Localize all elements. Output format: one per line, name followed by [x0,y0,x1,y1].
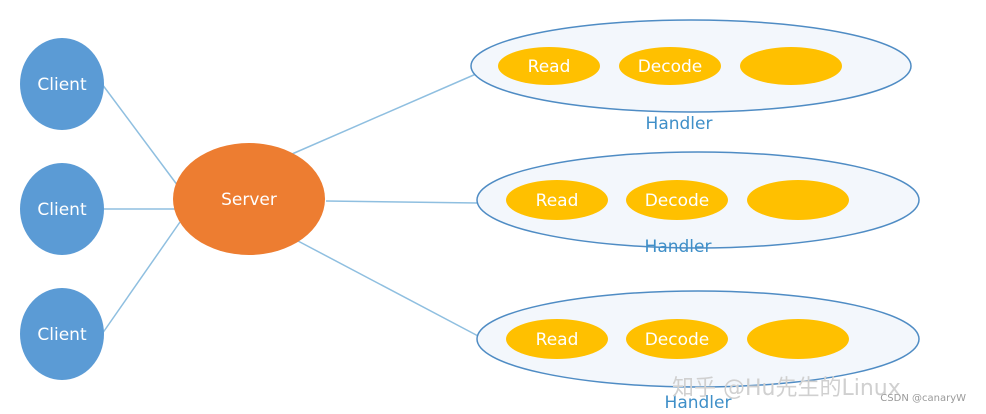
client-node-2: Client [20,163,104,255]
server-label: Server [221,190,277,210]
step-pill-empty [740,47,842,85]
credit-text: CSDN @canaryW [880,393,966,404]
watermark-text: 知乎 @Hu先生的Linux [672,376,901,401]
step-label: Read [536,191,579,211]
step-label: Read [528,57,571,77]
step-label: Read [536,330,579,350]
step-pill-read [506,319,608,359]
handler-group-3: Read Decode Handler [476,290,920,413]
handler-group-2: Read Decode Handler [476,151,920,257]
client-label: Client [37,200,87,220]
handler-group-1: Read Decode Handler [470,19,912,134]
edges [101,73,481,338]
handler-label: Handler [646,114,713,134]
edge-client-3-server [101,221,181,335]
client-circle [20,38,104,130]
server-node: Server [173,143,325,255]
edge-server-handler-2 [325,200,479,204]
step-pill-empty [747,319,849,359]
client-circle [20,288,104,380]
step-pill-empty [747,180,849,220]
step-label: Decode [645,191,710,211]
step-pill-decode [626,180,728,220]
client-label: Client [37,325,87,345]
step-label: Decode [645,330,710,350]
edge-server-handler-3 [297,240,481,338]
handler-label: Handler [665,393,732,413]
step-label: Decode [638,57,703,77]
step-pill-read [506,180,608,220]
client-node-1: Client [20,38,104,130]
step-pill-read [498,47,600,85]
edge-server-handler-1 [291,73,477,155]
client-label: Client [37,75,87,95]
edge-client-1-server [101,83,179,187]
client-circle [20,163,104,255]
step-pill-decode [619,47,721,85]
server-circle [173,143,325,255]
client-node-3: Client [20,288,104,380]
step-pill-decode [626,319,728,359]
handler-label: Handler [645,237,712,257]
